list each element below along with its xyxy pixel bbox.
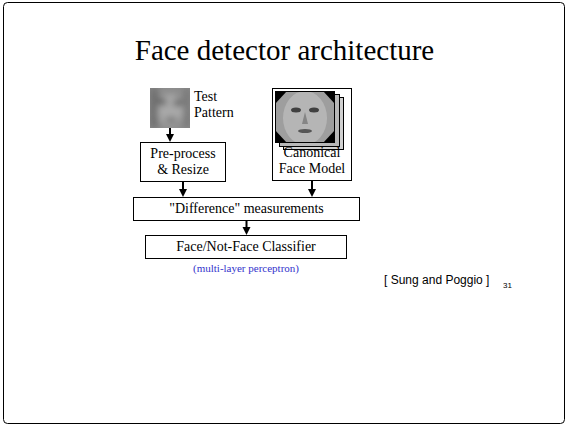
node-text: Test Pattern: [194, 89, 250, 121]
connector-line: [311, 181, 313, 189]
arrow-connector: [308, 181, 316, 197]
arrowhead: [243, 227, 251, 235]
model-box: Canonical Face Model: [272, 88, 352, 181]
face-model-stack: [275, 91, 344, 150]
test-pattern: Test Pattern: [150, 88, 190, 128]
arrowhead: [179, 189, 187, 197]
slide-title: Face detector architecture: [0, 34, 569, 67]
process-box: "Difference" measurements: [133, 197, 360, 221]
node-text: Canonical Face Model: [278, 145, 346, 177]
test-pattern-image: [150, 88, 190, 128]
node-text: "Difference" measurements: [139, 201, 354, 217]
connector-line: [182, 182, 184, 189]
connector-line: [169, 128, 171, 134]
node-text: Face/Not-Face Classifier: [151, 239, 341, 255]
process-box: Pre-process & Resize: [140, 142, 226, 182]
page-number: 31: [503, 281, 512, 290]
arrow-connector: [179, 182, 187, 197]
arrow-connector: [243, 221, 251, 235]
citation: [ Sung and Poggio ]: [384, 273, 489, 287]
classifier-box: Face/Not-Face Classifier: [145, 235, 347, 259]
connector-line: [246, 221, 248, 227]
arrow-connector: [166, 128, 174, 142]
arrowhead: [166, 134, 174, 142]
arrowhead: [308, 189, 316, 197]
method-note: (multi-layer perceptron): [193, 262, 299, 274]
node-text: Pre-process & Resize: [146, 146, 220, 178]
